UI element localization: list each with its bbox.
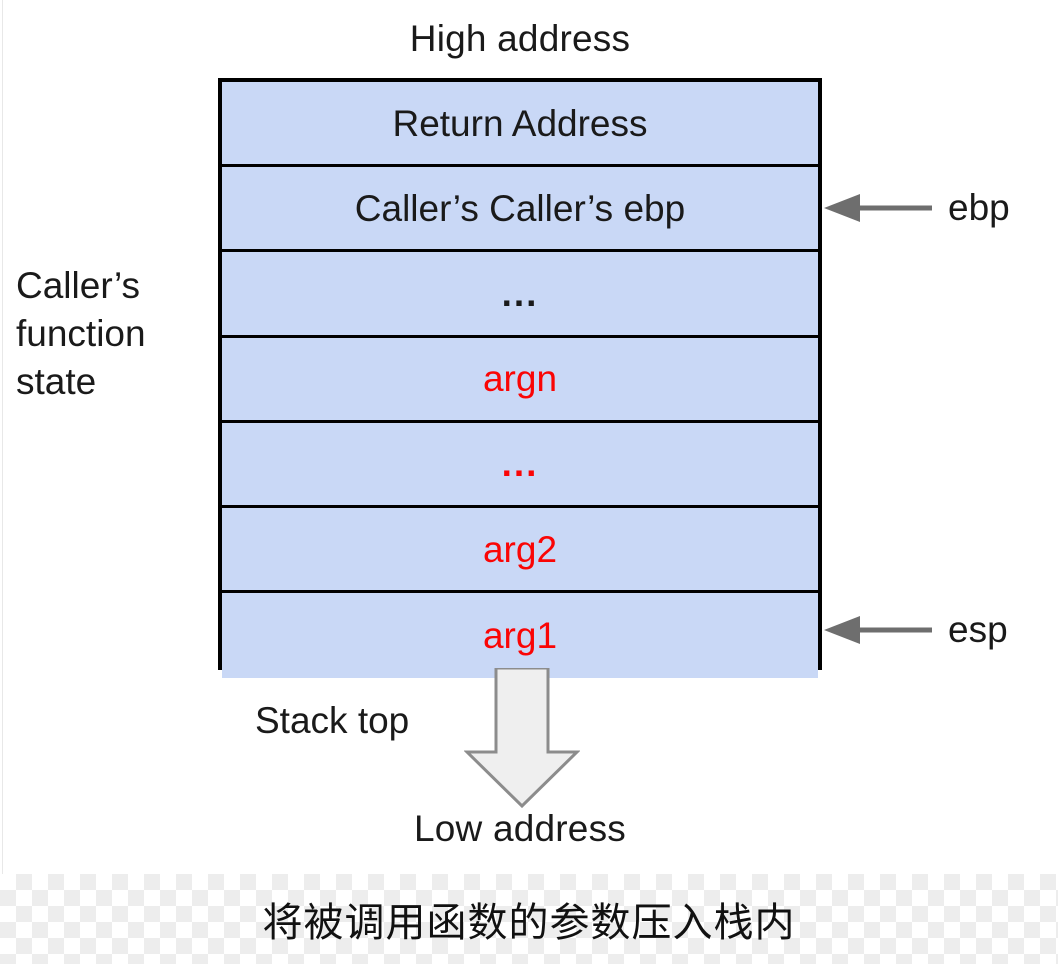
- arrow-left-icon: [824, 616, 932, 644]
- page-left-rule: [2, 0, 3, 880]
- caller-state-line-3: state: [16, 361, 97, 402]
- esp-pointer: esp: [822, 604, 1008, 656]
- high-address-label: High address: [409, 18, 631, 59]
- stack-growth-arrow-down-icon: [464, 668, 580, 808]
- caption-text: 将被调用函数的参数压入栈内: [262, 901, 796, 945]
- stack-top-label: Stack top: [255, 700, 410, 741]
- stack-row: Caller’s Caller’s ebp: [222, 167, 818, 253]
- stack-row: arg2: [222, 507, 818, 594]
- stack-row: arg1: [222, 593, 818, 679]
- ebp-label: ebp: [948, 187, 1010, 228]
- ebp-pointer: ebp: [822, 182, 1010, 234]
- esp-label: esp: [948, 609, 1008, 650]
- stack-row-label: arg1: [482, 615, 558, 657]
- stack-row-label: ...: [501, 443, 539, 485]
- arrow-left-icon: [824, 194, 932, 222]
- stack-row: Return Address: [222, 82, 818, 168]
- stack-row-label: Caller’s Caller’s ebp: [354, 187, 686, 229]
- stack-box: Return Address Caller’s Caller’s ebp ...…: [218, 78, 822, 679]
- stack-row-label: argn: [482, 358, 558, 400]
- stack-row-label: arg2: [482, 528, 558, 570]
- caller-state-line-2: function: [16, 313, 146, 354]
- caller-state-line-1: Caller’s: [16, 265, 141, 306]
- caller-function-state-label: Caller’s function state: [16, 262, 206, 406]
- stack-row: ...: [222, 422, 818, 508]
- caption-strip: 将被调用函数的参数压入栈内: [0, 874, 1058, 964]
- stack-row-label: ...: [501, 272, 539, 314]
- stack-row: ...: [222, 252, 818, 338]
- low-address-label: Low address: [414, 808, 626, 849]
- stack-row: argn: [222, 337, 818, 423]
- stack-row-label: Return Address: [392, 102, 648, 144]
